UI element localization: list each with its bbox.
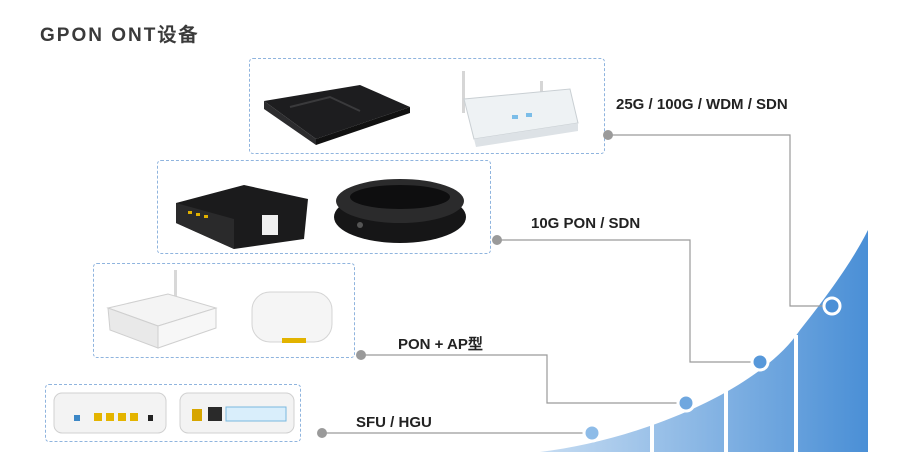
connector-pon-ap — [361, 354, 686, 404]
tier-10g-devices — [176, 179, 466, 249]
tier-sfu-devices — [53, 392, 295, 434]
tier-25g-frame — [249, 58, 605, 154]
marker-pon-ap — [676, 393, 696, 413]
label-10g: 10G PON / SDN — [531, 215, 641, 232]
page-title: GPON ONT设备 — [40, 25, 200, 46]
start-dot-10g — [492, 235, 502, 245]
marker-25g — [822, 296, 842, 316]
start-dot-pon-ap — [356, 350, 366, 360]
marker-sfu — [582, 423, 602, 443]
marker-10g — [750, 352, 770, 372]
start-dot-25g — [603, 130, 613, 140]
label-sfu: SFU / HGU — [356, 414, 432, 431]
tier-25g-devices — [264, 71, 579, 147]
label-pon-ap: PON + AP型 — [398, 336, 483, 353]
tier-sfu-frame — [45, 384, 301, 442]
start-dot-sfu — [317, 428, 327, 438]
connector-25g — [608, 134, 832, 307]
staircase-area — [540, 230, 868, 452]
tier-pon-ap-devices — [106, 270, 333, 349]
tier-pon-ap-frame — [93, 263, 355, 358]
connector-10g — [497, 239, 760, 363]
label-25g: 25G / 100G / WDM / SDN — [616, 96, 788, 113]
tier-10g-frame — [157, 160, 491, 254]
